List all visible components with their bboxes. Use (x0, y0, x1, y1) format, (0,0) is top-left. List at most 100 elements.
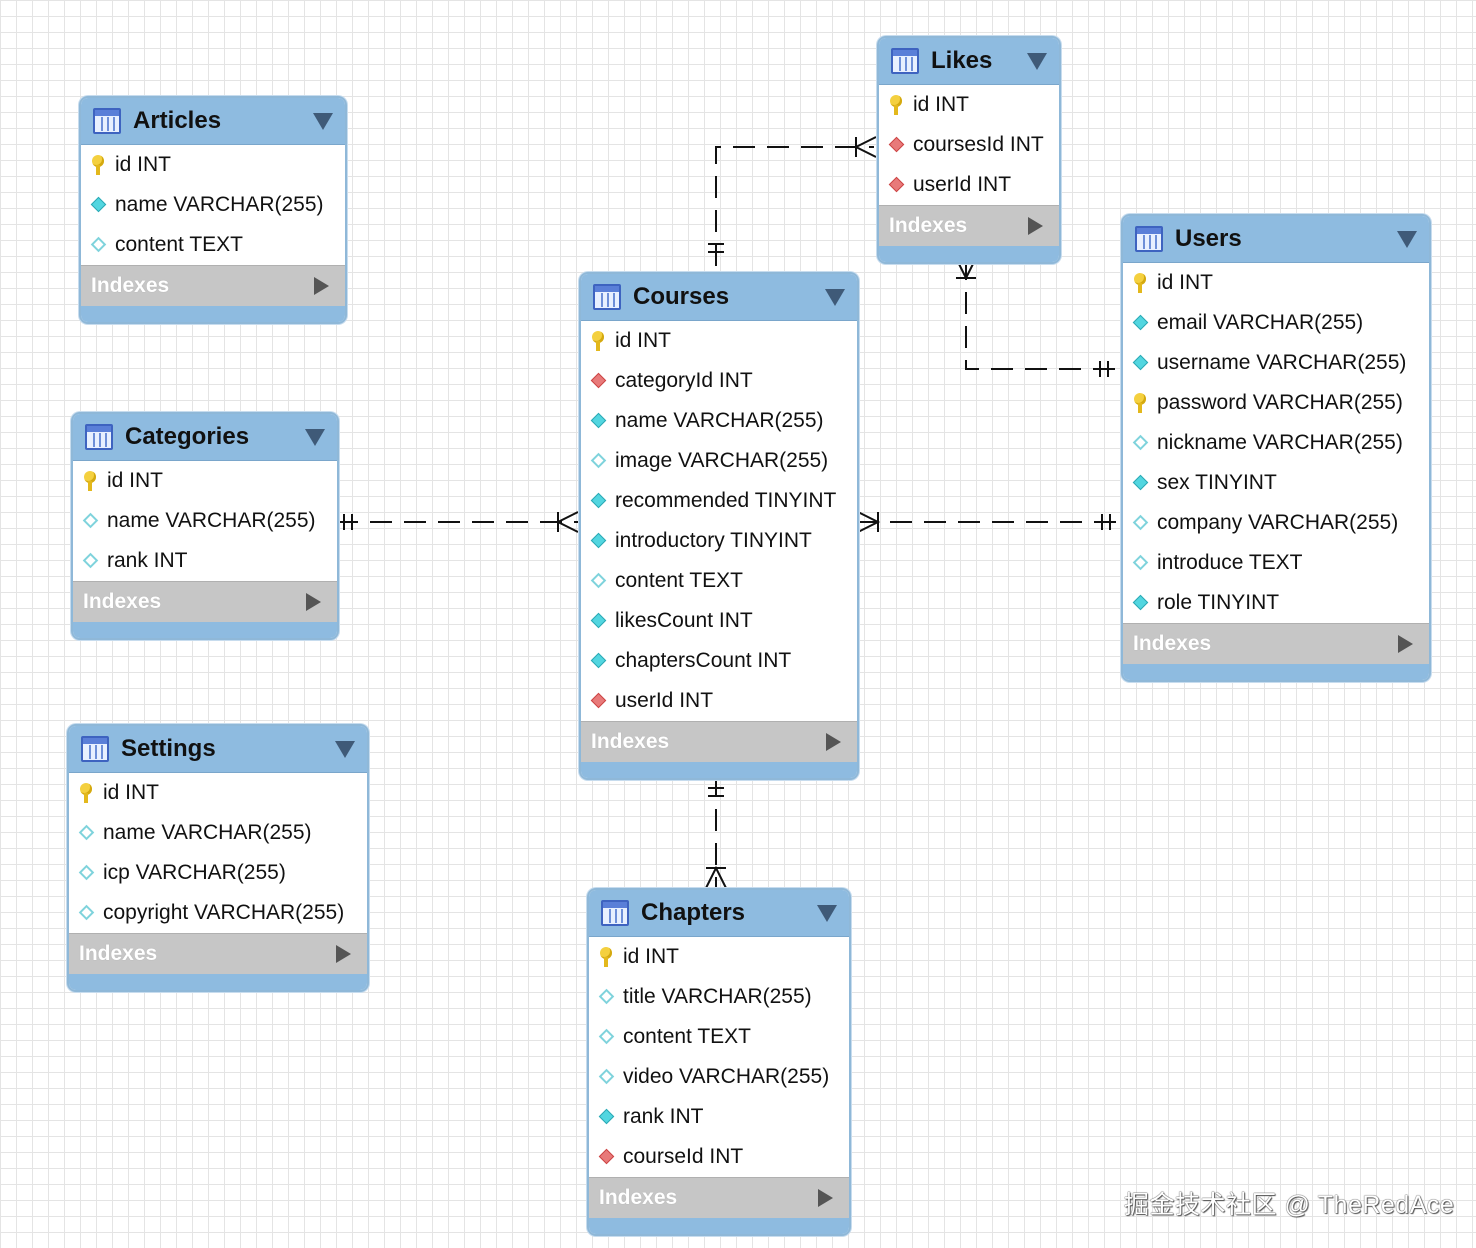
column-row[interactable]: id INT (69, 773, 367, 813)
indexes-section[interactable]: Indexes (581, 721, 857, 762)
watermark: 掘金技术社区 @ TheRedAce (1124, 1191, 1455, 1219)
column-row[interactable]: coursesId INT (879, 125, 1059, 165)
column-row[interactable]: chaptersCount INT (581, 641, 857, 681)
column-row[interactable]: name VARCHAR(255) (69, 813, 367, 853)
relationship-courses-likes (715, 146, 874, 266)
collapse-arrow-icon[interactable] (335, 741, 355, 758)
expand-arrow-icon[interactable] (1398, 635, 1413, 653)
column-row[interactable]: introduce TEXT (1123, 543, 1429, 583)
column-label: id INT (1157, 271, 1214, 294)
collapse-arrow-icon[interactable] (305, 429, 325, 446)
column-row[interactable]: icp VARCHAR(255) (69, 853, 367, 893)
column-row[interactable]: id INT (81, 145, 345, 185)
expand-arrow-icon[interactable] (1028, 217, 1043, 235)
column-row[interactable]: password VARCHAR(255) (1123, 383, 1429, 423)
column-row[interactable]: name VARCHAR(255) (73, 501, 337, 541)
column-row[interactable]: name VARCHAR(255) (581, 401, 857, 441)
column-row[interactable]: name VARCHAR(255) (81, 185, 345, 225)
column-row[interactable]: title VARCHAR(255) (589, 977, 849, 1017)
column-row[interactable]: recommended TINYINT (581, 481, 857, 521)
column-row[interactable]: userId INT (581, 681, 857, 721)
table-footer (589, 1218, 849, 1234)
expand-arrow-icon[interactable] (826, 733, 841, 751)
table-header[interactable]: Settings (69, 726, 367, 773)
indexes-section[interactable]: Indexes (69, 933, 367, 974)
expand-arrow-icon[interactable] (818, 1189, 833, 1207)
indexes-section[interactable]: Indexes (73, 581, 337, 622)
column-row[interactable]: content TEXT (589, 1017, 849, 1057)
table-header[interactable]: Articles (81, 98, 345, 145)
cardinality-one-marker (1101, 514, 1111, 530)
column-label: role TINYINT (1157, 591, 1280, 614)
column-row[interactable]: id INT (1123, 263, 1429, 303)
column-row[interactable]: id INT (589, 937, 849, 977)
indexes-section[interactable]: Indexes (81, 265, 345, 306)
indexes-label: Indexes (83, 590, 162, 613)
table-chapters[interactable]: Chapters id INT title VARCHAR(255) content … (587, 888, 851, 1236)
column-row[interactable]: company VARCHAR(255) (1123, 503, 1429, 543)
column-nullable-icon (83, 551, 97, 571)
table-name: Users (1175, 225, 1242, 252)
expand-arrow-icon[interactable] (336, 945, 351, 963)
expand-arrow-icon[interactable] (314, 277, 329, 295)
column-row[interactable]: nickname VARCHAR(255) (1123, 423, 1429, 463)
table-header[interactable]: Categories (73, 414, 337, 461)
column-row[interactable]: role TINYINT (1123, 583, 1429, 623)
column-row[interactable]: email VARCHAR(255) (1123, 303, 1429, 343)
column-row[interactable]: rank INT (589, 1097, 849, 1137)
column-row[interactable]: likesCount INT (581, 601, 857, 641)
column-row[interactable]: sex TINYINT (1123, 463, 1429, 503)
table-footer (879, 246, 1059, 262)
table-name: Chapters (641, 899, 746, 926)
column-label: chaptersCount INT (615, 649, 792, 672)
column-row[interactable]: content TEXT (581, 561, 857, 601)
column-row[interactable]: id INT (73, 461, 337, 501)
indexes-section[interactable]: Indexes (1123, 623, 1429, 664)
column-row[interactable]: introductory TINYINT (581, 521, 857, 561)
column-row[interactable]: id INT (879, 85, 1059, 125)
primary-key-icon (91, 155, 105, 175)
table-header[interactable]: Likes (879, 38, 1059, 85)
table-header[interactable]: Users (1123, 216, 1429, 263)
column-row[interactable]: image VARCHAR(255) (581, 441, 857, 481)
column-row[interactable]: copyright VARCHAR(255) (69, 893, 367, 933)
column-label: content TEXT (623, 1025, 752, 1048)
column-row[interactable]: id INT (581, 321, 857, 361)
indexes-section[interactable]: Indexes (589, 1177, 849, 1218)
column-row[interactable]: video VARCHAR(255) (589, 1057, 849, 1097)
column-label: name VARCHAR(255) (115, 193, 324, 216)
table-header[interactable]: Courses (581, 274, 857, 321)
column-nullable-icon (1133, 513, 1147, 533)
table-users[interactable]: Users id INT email VARCHAR(255) username VA… (1121, 214, 1431, 682)
column-label: introductory TINYINT (615, 529, 812, 552)
column-row[interactable]: rank INT (73, 541, 337, 581)
collapse-arrow-icon[interactable] (1027, 53, 1047, 70)
table-header[interactable]: Chapters (589, 890, 849, 937)
indexes-label: Indexes (889, 214, 968, 237)
table-footer (581, 762, 857, 778)
column-label: id INT (913, 93, 970, 116)
collapse-arrow-icon[interactable] (1397, 231, 1417, 248)
indexes-section[interactable]: Indexes (879, 205, 1059, 246)
indexes-label: Indexes (599, 1186, 678, 1209)
column-label: id INT (623, 945, 680, 968)
column-row[interactable]: userId INT (879, 165, 1059, 205)
column-row[interactable]: categoryId INT (581, 361, 857, 401)
collapse-arrow-icon[interactable] (313, 113, 333, 130)
column-row[interactable]: content TEXT (81, 225, 345, 265)
collapse-arrow-icon[interactable] (825, 289, 845, 306)
expand-arrow-icon[interactable] (306, 593, 321, 611)
column-not-null-icon (91, 195, 105, 215)
collapse-arrow-icon[interactable] (817, 905, 837, 922)
column-row[interactable]: username VARCHAR(255) (1123, 343, 1429, 383)
table-icon (1135, 226, 1163, 252)
column-label: username VARCHAR(255) (1157, 351, 1407, 374)
column-not-null-icon (591, 611, 605, 631)
column-nullable-icon (599, 1027, 613, 1047)
column-row[interactable]: courseId INT (589, 1137, 849, 1177)
